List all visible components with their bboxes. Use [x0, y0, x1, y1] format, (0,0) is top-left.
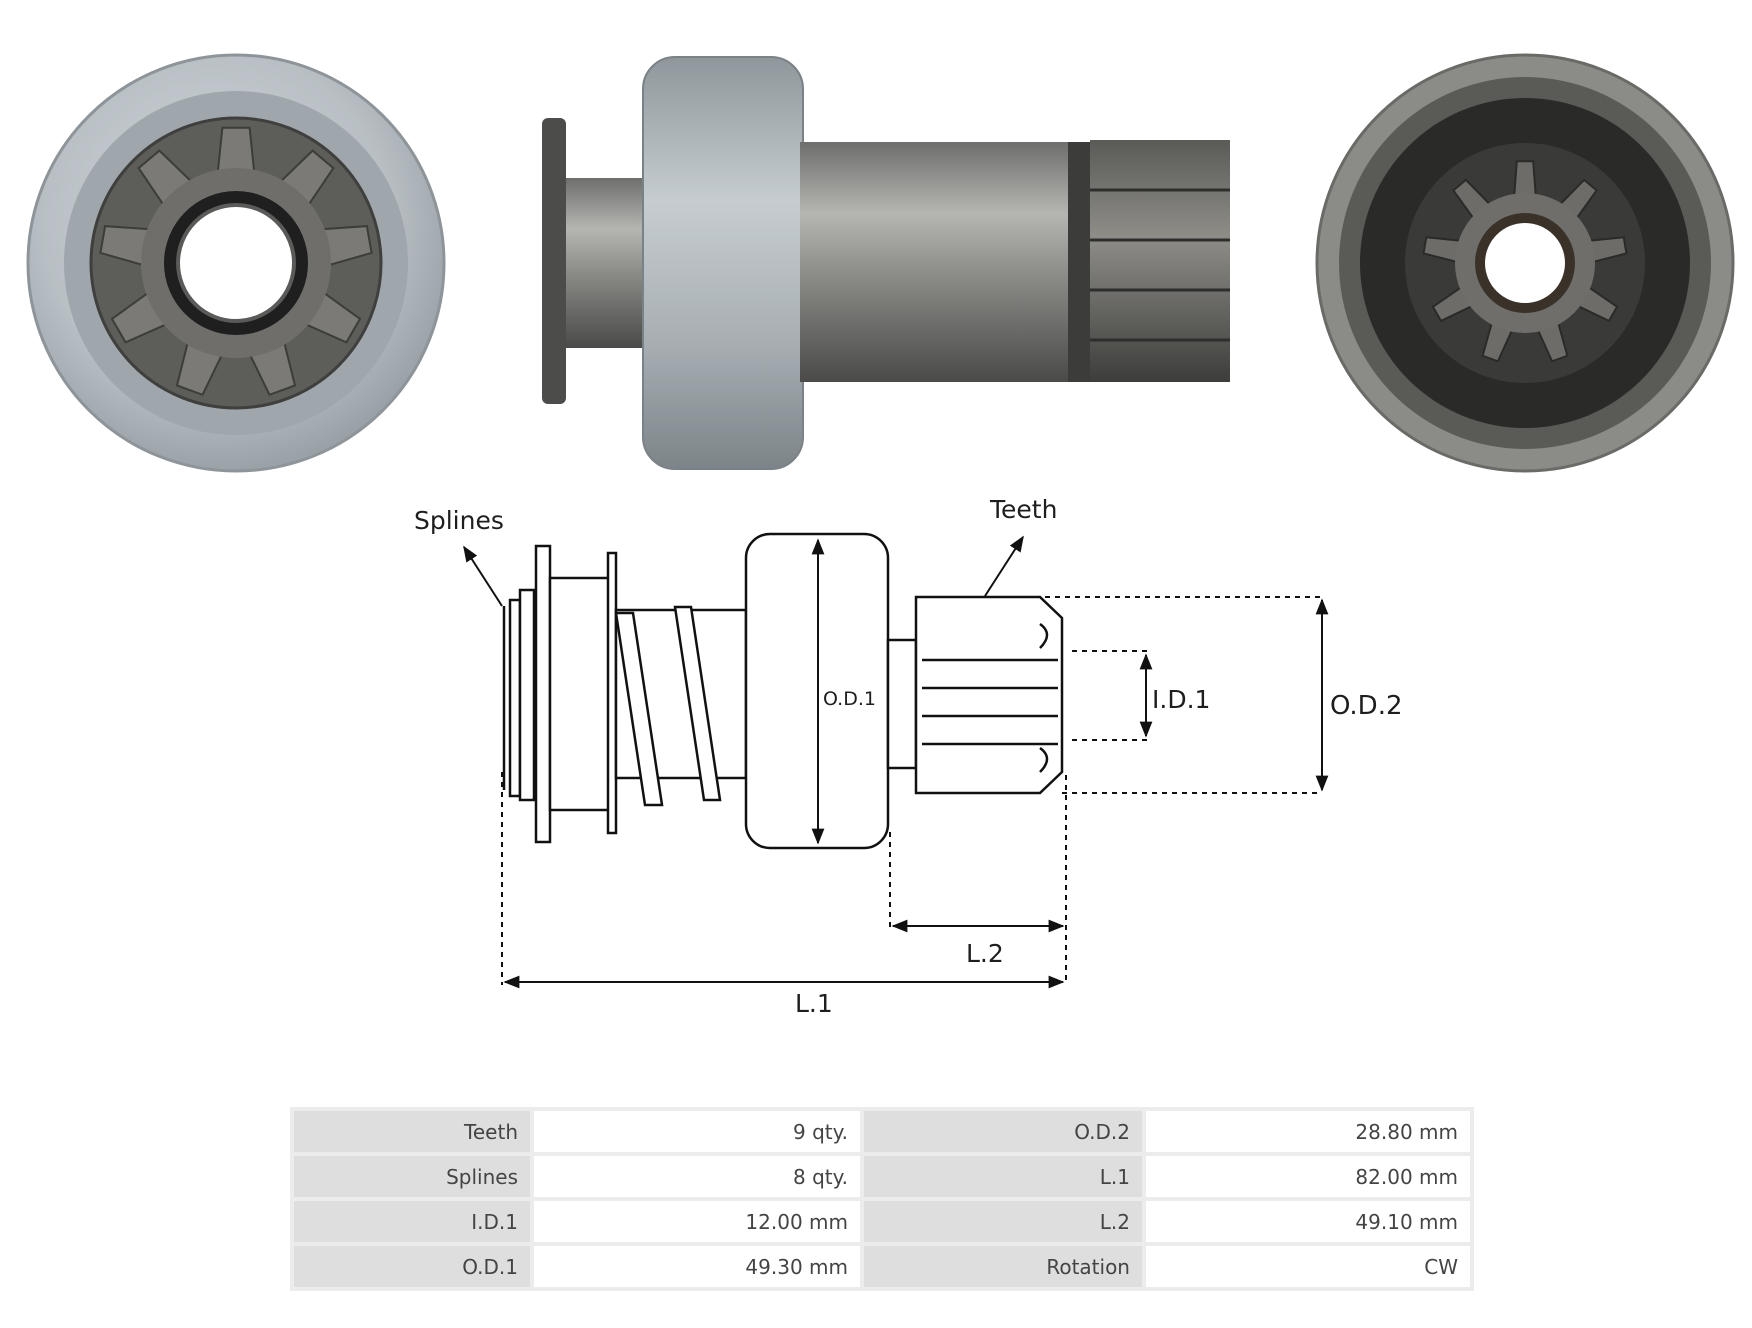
dimension-lines: [463, 535, 1329, 989]
spec-value: 82.00 mm: [1146, 1156, 1470, 1197]
spec-value: CW: [1146, 1246, 1470, 1287]
side-view-photo: [542, 56, 1230, 470]
spec-value: 49.10 mm: [1146, 1201, 1470, 1242]
label-l2: L.2: [966, 939, 1004, 968]
label-teeth: Teeth: [989, 495, 1057, 524]
spec-value: 12.00 mm: [534, 1201, 860, 1242]
spec-key: I.D.1: [294, 1201, 530, 1242]
spec-value: 28.80 mm: [1146, 1111, 1470, 1152]
spec-key: Rotation: [864, 1246, 1142, 1287]
front-view-photo: [26, 53, 446, 473]
label-od1: O.D.1: [823, 688, 876, 710]
label-splines: Splines: [414, 506, 504, 535]
dimension-drawing: [502, 532, 1064, 850]
label-od2: O.D.2: [1330, 691, 1403, 721]
label-id1: I.D.1: [1152, 685, 1210, 714]
gear-tooth: [1513, 160, 1537, 197]
spec-key: O.D.1: [294, 1246, 530, 1287]
spec-key: Teeth: [294, 1111, 530, 1152]
spec-key: L.2: [864, 1201, 1142, 1242]
spec-key: O.D.2: [864, 1111, 1142, 1152]
spec-value: 8 qty.: [534, 1156, 860, 1197]
spec-value: 9 qty.: [534, 1111, 860, 1152]
label-l1: L.1: [795, 989, 833, 1018]
spec-key: Splines: [294, 1156, 530, 1197]
rear-view-photo: [1315, 53, 1735, 473]
gear-tooth: [216, 126, 256, 174]
spec-key: L.1: [864, 1156, 1142, 1197]
spec-value: 49.30 mm: [534, 1246, 860, 1287]
